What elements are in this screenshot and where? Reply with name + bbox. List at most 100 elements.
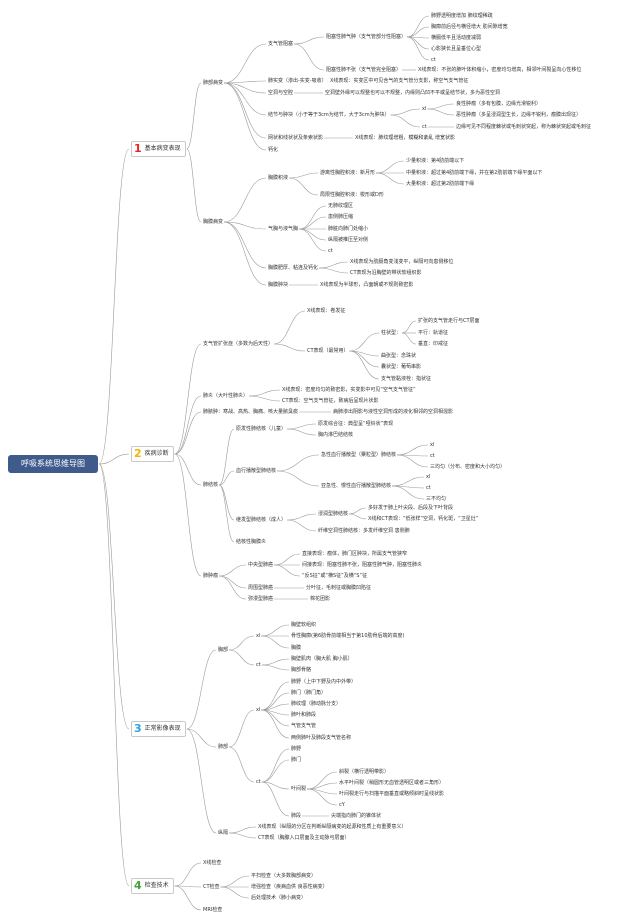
topic-pleural-lesions[interactable]: 胸膜病变	[203, 219, 224, 225]
detail-bony-thorax[interactable]: 骨性胸廓(第6肋骨前端相当于第10肋骨后端的高度)	[291, 633, 405, 639]
topic-pleural-mass[interactable]: 胸膜肿块	[268, 282, 289, 288]
detail-primary-complex[interactable]: 原发综合征：典型呈“哑铃状”表现	[318, 421, 394, 427]
detail-fissure-cy[interactable]: cY	[339, 802, 345, 808]
detail-chest-wall-soft-tissue[interactable]: 胸壁软组织	[291, 622, 317, 628]
topic-infiltrative-tb[interactable]: 浸润型肺结核	[318, 511, 349, 517]
detail-three-nonuniform[interactable]: 三不均匀	[426, 496, 447, 502]
topic-nodule-mass[interactable]: 结节与肿块（小于等于3cm为结节，大于3cm为肿块）	[268, 112, 390, 118]
topic-bronchial-obstruction[interactable]: 支气管阻塞	[268, 41, 294, 47]
topic-primary-tb[interactable]: 原发性肺结核（儿童）	[236, 426, 287, 432]
section-3-normal-imaging[interactable]: 3 正常影像表现	[131, 721, 186, 737]
topic-cylindrical-type[interactable]: 柱状型：	[381, 330, 402, 336]
detail-abscess[interactable]: 病肺渗出阴影与液性空洞形成的液化相邻的空洞相混影	[333, 409, 454, 415]
topic-xray-exam[interactable]: X线检查	[203, 860, 222, 866]
detail-cylindrical-perpendicular[interactable]: 垂直：印戒征	[418, 341, 449, 347]
detail-bronchiectasis-xray[interactable]: X线表现：卷发征	[307, 308, 346, 314]
detail-mucus-plug[interactable]: 支气管黏液栓：指状征	[381, 376, 432, 382]
section-2-diagnosis[interactable]: 2 疾病诊断	[131, 446, 174, 462]
detail-pneumonia-xray[interactable]: X线表现：密度均匀的致密影，实变影中可见“空气支气管征”	[282, 387, 416, 393]
detail-chest-bones[interactable]: 胸部骨骼	[291, 667, 312, 673]
topic-ct-exam[interactable]: CT检查	[203, 884, 220, 890]
detail-lung-compressed[interactable]: 患侧肺压缩	[328, 214, 354, 220]
detail-pneumothorax-ct[interactable]: ct	[328, 248, 333, 254]
detail-trachea-bronchi[interactable]: 气管支气管	[291, 723, 317, 729]
detail-contrast-scan[interactable]: 增强检查（疾病血供 良恶性病变）	[251, 884, 328, 890]
detail-central-indirect[interactable]: 间接表现：阻塞性肺不张，阻塞性肺气肿，阻塞性肺炎	[302, 562, 423, 568]
section-1-basic-lesions[interactable]: 1 基本病变表现	[131, 141, 186, 157]
detail-thickening-ct[interactable]: CT表现为沿胸壁的带状软组织影	[350, 270, 422, 276]
detail-cystic-type[interactable]: 囊状型：葡萄串影	[381, 364, 422, 370]
detail-mediastinum-xray[interactable]: X线表现（纵隔的分区在判断纵隔病变的起源和性质上有重要意义）	[258, 824, 407, 830]
topic-mediastinum[interactable]: 纵隔	[218, 830, 229, 836]
topic-pleural-effusion[interactable]: 胸膜积液	[268, 175, 289, 181]
detail-emphysema-ct[interactable]: ct	[431, 57, 436, 63]
detail-thickening-xray[interactable]: X线表现为肋膈角变浅变平，纵隔可向患侧移位	[350, 259, 454, 265]
detail-lobes-segments[interactable]: 肺叶和肺段	[291, 712, 317, 718]
detail-varicose-type[interactable]: 曲张型：念珠状	[381, 353, 417, 359]
topic-cavity[interactable]: 空洞与空腔	[268, 90, 294, 96]
detail-infiltrative-imaging[interactable]: X线和CT表现：“低张样”空洞，钙化斑，“卫星灶”	[368, 516, 479, 522]
topic-lungs[interactable]: 肺部	[218, 744, 229, 750]
detail-cavity[interactable]: 空洞壁外缘可以规整也可以不规整，内缘则凸凹不平或呈结节状，多为恶性空洞	[325, 90, 501, 96]
detail-lung-fields[interactable]: 肺野（上中下野及内中外带）	[291, 679, 357, 685]
detail-ct-hilum[interactable]: 肺门	[291, 757, 302, 763]
topic-acute-miliary-tb[interactable]: 急性血行播散型（粟粒型）肺结核	[321, 452, 397, 458]
detail-infiltrative-sites[interactable]: 多好发于肺上叶尖段、后段及下叶背段	[368, 505, 454, 511]
topic-tuberculosis[interactable]: 肺结核	[203, 482, 219, 488]
topic-fibrocavitary-tb[interactable]: 纤维空洞性肺结核：多发纤维空洞 患侧肺	[318, 528, 410, 534]
topic-lung-lesions[interactable]: 肺部病变	[203, 80, 224, 86]
topic-subacute-tb[interactable]: 亚急性、慢性血行播散型肺结核	[321, 483, 392, 489]
detail-fissure-line[interactable]: 叶间裂走行与扫描平面垂直或略倾斜时呈线状影	[339, 791, 445, 797]
detail-peripheral[interactable]: 分叶征，毛刺征或胸膜凹陷征	[306, 585, 372, 591]
topic-lung-tumor[interactable]: 肺肿瘤	[203, 573, 219, 579]
topic-pneumonia[interactable]: 肺炎（大叶性肺炎）	[203, 393, 249, 399]
topic-chest[interactable]: 胸部	[218, 647, 229, 653]
detail-emphysema-1[interactable]: 肺野透明度增加 肺纹理稀疏	[431, 13, 493, 19]
topic-reticular-linear[interactable]: 网状和线状状及条索状影	[268, 135, 324, 141]
detail-mediastinum-ct[interactable]: CT表现（胸腺入口层面及主动脉弓层面）	[258, 835, 350, 841]
topic-diffuse-lung-cancer[interactable]: 弥漫型肺癌	[248, 596, 274, 602]
detail-emphysema-4[interactable]: 心影狭长且呈垂位心型	[431, 46, 482, 52]
detail-diffuse[interactable]: 棉花团影	[310, 596, 331, 602]
topic-mri-exam[interactable]: MRI检查	[203, 907, 223, 913]
detail-chest-wall-muscles[interactable]: 胸壁肌肉（胸大肌 胸小肌）	[291, 656, 353, 662]
detail-medium-effusion[interactable]: 中量积液：超过第4肋前端下缘，并在第2肋前端下缘平面以下	[406, 170, 543, 176]
detail-plain-scan[interactable]: 平扫检查（大多数胸部病变）	[251, 873, 317, 879]
topic-lung-segment[interactable]: 肺段	[291, 813, 302, 819]
detail-benign-tumor[interactable]: 良性肿瘤（多有包膜，边缘光滑锐利）	[456, 101, 542, 107]
detail-cylindrical-parallel[interactable]: 平行：轨道征	[418, 330, 449, 336]
topic-hematogenous-tb[interactable]: 血行播散型肺结核	[236, 468, 277, 474]
detail-three-uniform[interactable]: 三均匀（分布、密度和大小均匀）	[430, 464, 506, 470]
topic-central-lung-cancer[interactable]: 中央型肺癌	[248, 562, 274, 568]
detail-postprocessing[interactable]: 后处理技术（肺小病变）	[251, 895, 307, 901]
detail-hilum[interactable]: 肺门（肺门角）	[291, 690, 327, 696]
topic-consolidation[interactable]: 肺实变（渗出-实变-吸收）	[268, 78, 327, 84]
topic-peripheral-lung-cancer[interactable]: 周围型肺癌	[248, 585, 274, 591]
topic-fissures[interactable]: 叶间裂	[291, 786, 307, 792]
topic-bronchiectasis-ct[interactable]: CT表现（最常用）	[307, 348, 349, 354]
detail-segment-shape[interactable]: 尖端指向肺门的锥体状	[331, 813, 382, 819]
detail-horizontal-fissure[interactable]: 水平叶间裂（稍圆形无血管透明区或者三角形）	[339, 780, 445, 786]
detail-emphysema-2[interactable]: 胸廓前后径与横径增大 肋间隙增宽	[431, 24, 508, 30]
detail-intrathoracic-node-tb[interactable]: 胸内淋巴结结核	[318, 432, 354, 438]
topic-pleural-thickening[interactable]: 胸膜肥厚、粘连及钙化	[268, 265, 319, 271]
detail-reverse-s-sign[interactable]: “反S征”或“横S征”及横“S”征	[302, 573, 368, 579]
detail-oblique-fissure[interactable]: 斜裂（横行透明带影）	[339, 769, 390, 775]
topic-lung-abscess[interactable]: 肺脓肿：寒战、高热、胸痛、咳大量脓臭痰	[203, 409, 299, 415]
detail-bronchus-names[interactable]: 两侧肺叶及肺段支气管名称	[291, 735, 352, 741]
topic-secondary-tb[interactable]: 继发型肺结核（成人）	[236, 517, 287, 523]
detail-pleural-mass-xray[interactable]: X线表现为半球形，凸面朝或不规则致密影	[320, 282, 414, 288]
detail-pleura[interactable]: 胸膜	[291, 645, 302, 651]
topic-obstructive-atelectasis[interactable]: 阻塞性肺不张（支气管完全阻塞）	[326, 67, 402, 73]
detail-emphysema-3[interactable]: 横膈低平且活动度减弱	[431, 35, 482, 41]
detail-malignant-tumor[interactable]: 恶性肿瘤（多呈浸润型生长，边缘不锐利，瘤膜出现征）	[456, 112, 582, 118]
topic-loculated-effusion[interactable]: 局限性胸腔积液：梭形或D形	[320, 192, 384, 198]
detail-reticular-xray[interactable]: X线表现：肺纹理增粗，模糊和紊乱 增宽状影	[355, 135, 456, 141]
topic-pneumothorax[interactable]: 气胸与液气胸	[268, 226, 299, 232]
detail-consolidation-xray[interactable]: X线表现：实变区中可见含气的支气管分支影，称空气支气管征	[330, 78, 469, 84]
detail-cylindrical-1[interactable]: 扩张的支气管走行与CT层面	[418, 318, 480, 324]
detail-spiculation[interactable]: 边缘可见不同程度棘状或毛刺状突起，称为棘状突起或毛刺征	[456, 124, 592, 130]
detail-large-effusion[interactable]: 大量积液：超过第2肋前端下缘	[406, 181, 475, 187]
topic-calcification[interactable]: 钙化	[268, 147, 279, 153]
detail-no-lung-markings[interactable]: 无肺纹理区	[328, 203, 354, 209]
